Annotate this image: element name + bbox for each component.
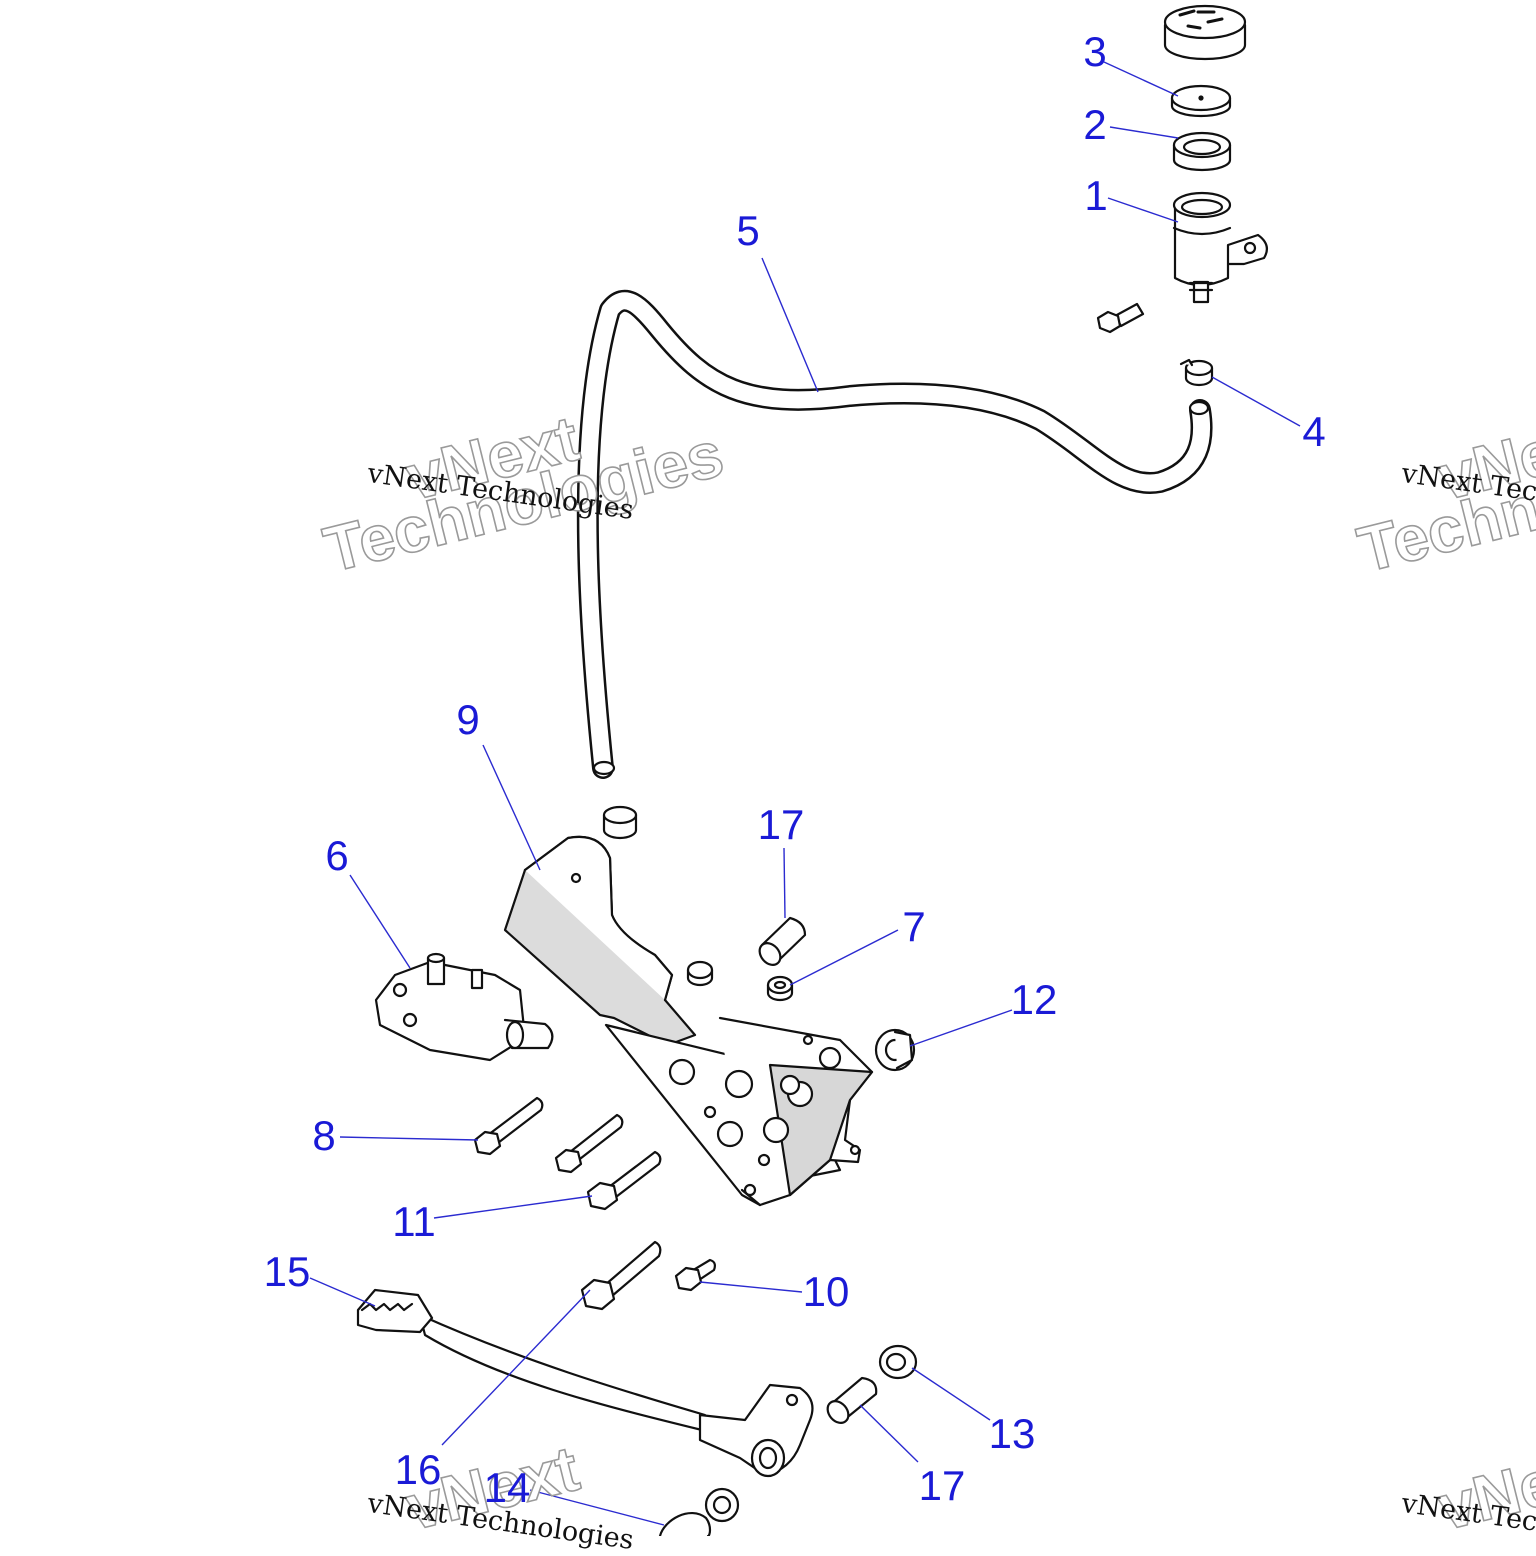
- flanged-bushing: [874, 1028, 916, 1072]
- callout-17-lower: 17: [918, 1462, 966, 1509]
- reservoir: [1172, 191, 1269, 304]
- bushing: [766, 975, 794, 1002]
- seal: [1172, 131, 1232, 172]
- callout-15: 15: [263, 1248, 311, 1295]
- mounting-bracket: [503, 835, 697, 1047]
- callout-17-upper: 17: [757, 801, 805, 848]
- leader-10: [699, 1281, 803, 1293]
- brake-pedal: [356, 1288, 814, 1478]
- callout-6: 6: [325, 832, 349, 879]
- callout-7: 7: [902, 903, 926, 950]
- leader-9: [482, 744, 541, 871]
- leader-7: [789, 929, 899, 986]
- leader-5: [761, 257, 819, 393]
- master-cylinder: [374, 952, 554, 1062]
- callout-1: 1: [1084, 172, 1108, 219]
- callout-14: 14: [483, 1464, 531, 1511]
- callout-10: 10: [802, 1268, 850, 1315]
- hose: [576, 289, 1213, 779]
- leader-17b: [859, 1404, 919, 1463]
- callout-12: 12: [1010, 976, 1058, 1023]
- bolt-mid: [554, 1113, 624, 1174]
- callout-4: 4: [1302, 408, 1326, 455]
- reservoir-bolt: [1096, 302, 1145, 334]
- leader-15: [309, 1277, 376, 1307]
- leader-13: [911, 1367, 991, 1421]
- callout-3: 3: [1083, 28, 1107, 75]
- callout-9: 9: [456, 696, 480, 743]
- hose-clamp-lower: [602, 805, 638, 840]
- pedal-plate: [604, 1016, 874, 1207]
- leader-4: [1211, 376, 1301, 427]
- leader-14: [529, 1489, 665, 1526]
- leader-lines: [309, 61, 1301, 1526]
- leader-2: [1109, 126, 1179, 139]
- spacer-lower: [826, 1376, 878, 1424]
- reservoir-cap: [1163, 4, 1247, 61]
- leader-16: [441, 1289, 591, 1446]
- callout-16: 16: [394, 1446, 442, 1493]
- bushing-14: [704, 1487, 740, 1523]
- leader-12: [909, 1009, 1013, 1047]
- callout-8: 8: [312, 1112, 336, 1159]
- leader-1: [1107, 197, 1179, 223]
- bushing-13: [878, 1344, 918, 1380]
- snap-ring: [658, 1512, 712, 1536]
- leader-17a: [783, 847, 786, 919]
- bolt-16: [580, 1240, 662, 1311]
- bushing-small: [686, 960, 714, 987]
- bolt-8: [473, 1096, 544, 1156]
- leader-3: [1103, 61, 1179, 97]
- diaphragm: [1170, 84, 1232, 118]
- leader-6: [349, 874, 411, 969]
- bolt-10: [674, 1258, 716, 1292]
- callout-13: 13: [988, 1410, 1036, 1457]
- callout-11: 11: [392, 1198, 436, 1245]
- spacer-upper: [758, 916, 807, 966]
- bolt-11: [586, 1150, 662, 1211]
- leader-8: [339, 1136, 479, 1141]
- hose-clamp-upper: [1179, 358, 1214, 387]
- callout-2: 2: [1083, 101, 1107, 148]
- leader-11: [433, 1195, 593, 1219]
- callout-5: 5: [736, 207, 760, 254]
